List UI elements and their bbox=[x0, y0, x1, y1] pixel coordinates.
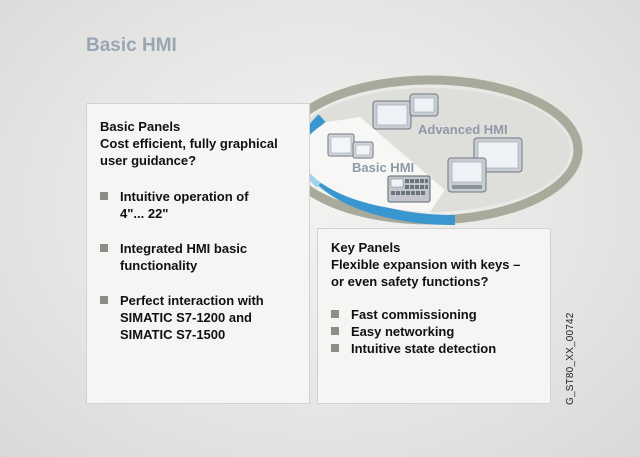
basic-panels-bullet-list: Intuitive operation of 4"... 22" Integrat… bbox=[100, 188, 305, 361]
key-panels-subtitle-line: or even safety functions? bbox=[331, 274, 489, 289]
bullet-text: Integrated HMI basic bbox=[120, 241, 248, 256]
list-item: Integrated HMI basic functionality bbox=[100, 240, 305, 274]
key-panels-bullet-list: Fast commissioning Easy networking Intui… bbox=[331, 306, 546, 357]
basic-panel-device-1 bbox=[327, 133, 355, 157]
bullet-square-icon bbox=[331, 310, 339, 318]
bullet-text: SIMATIC S7-1500 bbox=[120, 327, 226, 342]
bullet-text: 4"... 22" bbox=[120, 206, 169, 221]
advanced-panel-device-4 bbox=[447, 157, 487, 193]
basic-panels-title: Basic Panels bbox=[100, 119, 181, 134]
bullet-text: Easy networking bbox=[351, 324, 455, 339]
advanced-hmi-label: Advanced HMI bbox=[418, 122, 508, 137]
advanced-panel-device-2 bbox=[409, 93, 439, 117]
bullet-square-icon bbox=[331, 327, 339, 335]
bullet-text: SIMATIC S7-1200 and bbox=[120, 310, 252, 325]
bullet-square-icon bbox=[100, 296, 108, 304]
list-item: Easy networking bbox=[331, 323, 546, 340]
basic-panels-card: Basic Panels Cost efficient, fully graph… bbox=[86, 103, 310, 404]
key-panel-device bbox=[387, 175, 431, 203]
bullet-text: Perfect interaction with bbox=[120, 293, 264, 308]
list-item: Fast commissioning bbox=[331, 306, 546, 323]
bullet-text: Intuitive state detection bbox=[351, 341, 497, 356]
basic-panels-heading: Basic Panels Cost efficient, fully graph… bbox=[100, 118, 305, 169]
document-code: G_ST80_XX_00742 bbox=[565, 312, 576, 405]
bullet-text: functionality bbox=[120, 258, 198, 273]
page-title: Basic HMI bbox=[86, 35, 177, 56]
bullet-square-icon bbox=[331, 344, 339, 352]
bullet-text: Intuitive operation of bbox=[120, 189, 249, 204]
advanced-panel-device-1 bbox=[372, 100, 412, 130]
key-panels-heading: Key Panels Flexible expansion with keys … bbox=[331, 239, 546, 290]
bullet-text: Fast commissioning bbox=[351, 307, 477, 322]
basic-panel-device-2 bbox=[352, 141, 374, 159]
basic-hmi-label: Basic HMI bbox=[352, 160, 414, 175]
basic-panels-subtitle-line: Cost efficient, fully graphical bbox=[100, 136, 278, 151]
bullet-square-icon bbox=[100, 192, 108, 200]
key-panels-card: Key Panels Flexible expansion with keys … bbox=[317, 228, 551, 404]
basic-panels-subtitle-line: user guidance? bbox=[100, 153, 197, 168]
list-item: Intuitive state detection bbox=[331, 340, 546, 357]
bullet-square-icon bbox=[100, 244, 108, 252]
key-panels-subtitle-line: Flexible expansion with keys – bbox=[331, 257, 521, 272]
list-item: Intuitive operation of 4"... 22" bbox=[100, 188, 305, 222]
key-panels-title: Key Panels bbox=[331, 240, 401, 255]
